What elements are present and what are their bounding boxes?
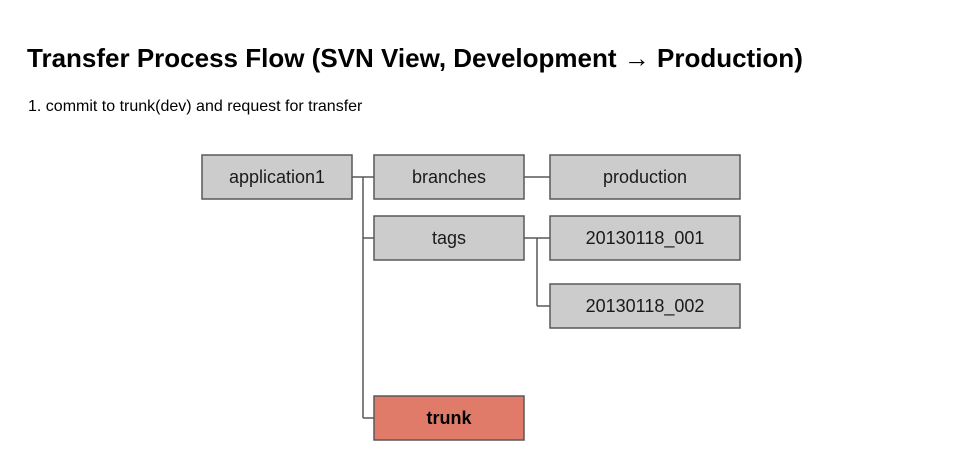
- node-trunk: trunk: [373, 395, 525, 441]
- page-title: Transfer Process Flow (SVN View, Develop…: [27, 43, 803, 73]
- node-label-trunk: trunk: [427, 408, 473, 428]
- step-description: 1. commit to trunk(dev) and request for …: [28, 98, 363, 115]
- node-label-tag-20130118-002: 20130118_002: [586, 296, 705, 317]
- node-label-tag-20130118-001: 20130118_001: [586, 228, 705, 249]
- node-box-tags: [373, 215, 525, 261]
- node-label-branches: branches: [412, 167, 486, 187]
- nodes: application1 branches production tags 201301…: [201, 154, 741, 441]
- connectors: [352, 176, 550, 419]
- node-branches: branches: [373, 154, 525, 200]
- node-application1: application1: [201, 154, 353, 200]
- node-box-tag-20130118-001: [549, 215, 741, 261]
- node-box-branches: [373, 154, 525, 200]
- node-tag-20130118-001: 20130118_001: [549, 215, 741, 261]
- node-tags: tags: [373, 215, 525, 261]
- node-tag-20130118-002: 20130118_002: [549, 283, 741, 329]
- node-box-tag-20130118-002: [549, 283, 741, 329]
- node-box-trunk: [373, 395, 525, 441]
- node-production: production: [549, 154, 741, 200]
- node-label-production: production: [603, 167, 687, 187]
- node-box-application1: [201, 154, 353, 200]
- node-box-production: [549, 154, 741, 200]
- node-label-tags: tags: [432, 228, 466, 248]
- node-label-application1: application1: [229, 167, 325, 187]
